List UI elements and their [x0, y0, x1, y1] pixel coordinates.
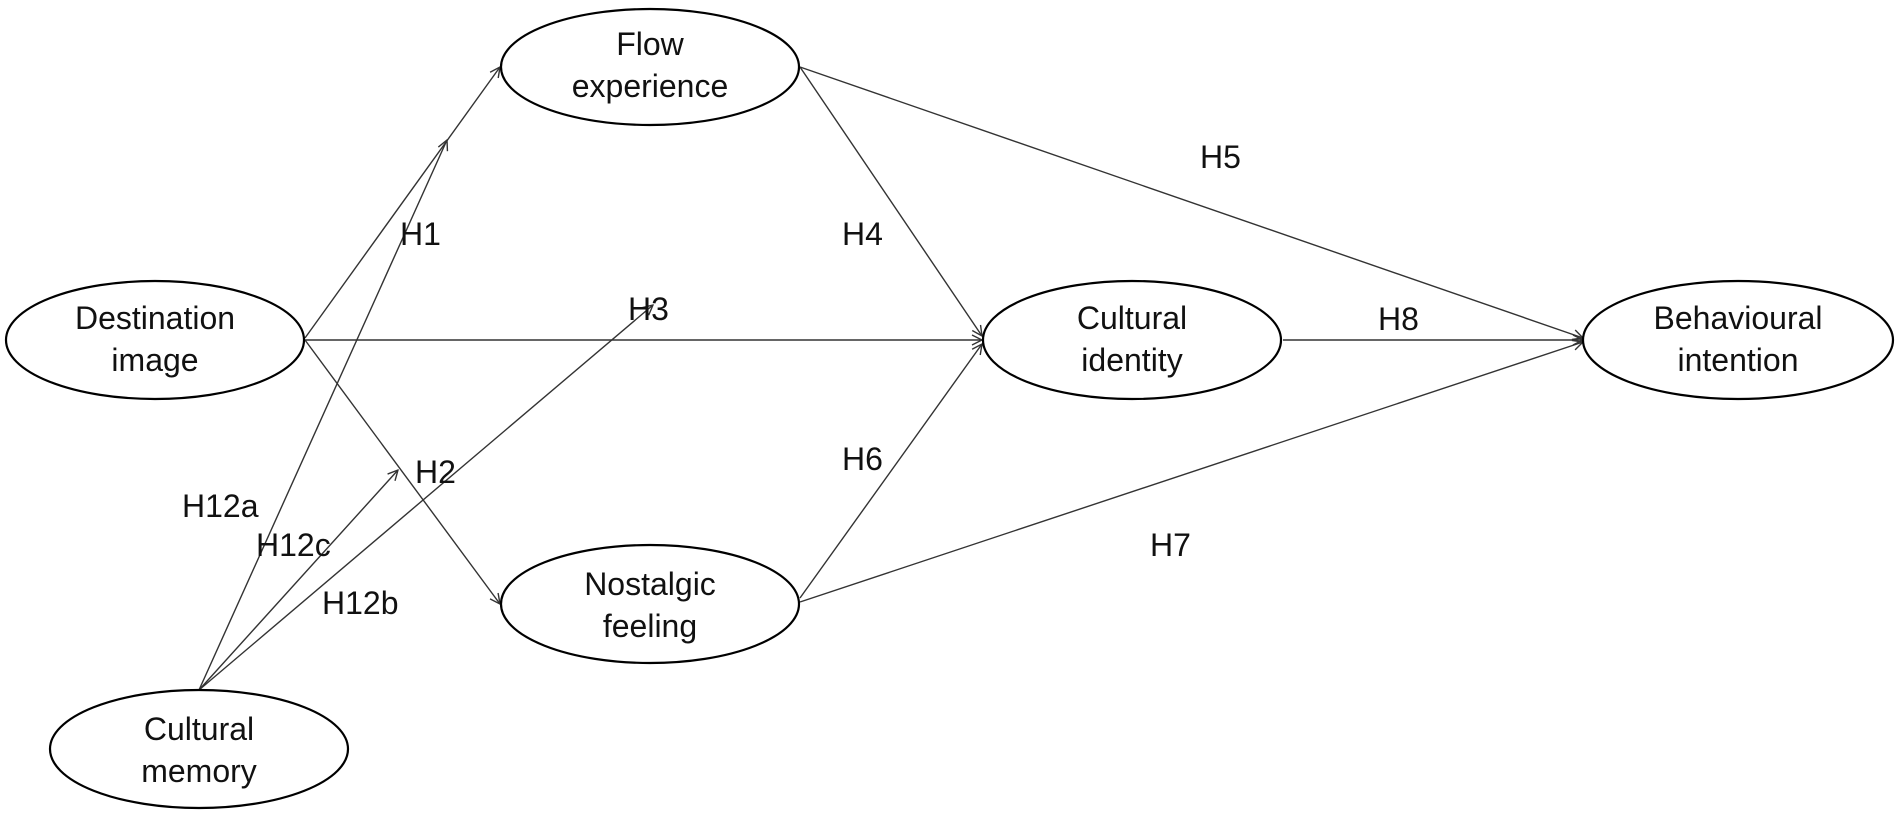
edge-flow-identity [799, 66, 982, 336]
node-flow-experience: Flow experience [499, 7, 801, 127]
label-h6: H6 [842, 441, 883, 477]
node-label: image [111, 342, 198, 378]
label-h4: H4 [842, 216, 883, 252]
node-ellipse [48, 688, 350, 810]
node-label: Cultural [1077, 300, 1187, 336]
node-nostalgic-feeling: Nostalgic feeling [499, 543, 801, 665]
node-ellipse [499, 543, 801, 665]
node-behavioural-intention: Behavioural intention [1581, 279, 1895, 401]
edges [198, 66, 1583, 691]
hypothesis-labels: H1 H2 H3 H4 H5 H6 H7 H8 H12a H12c H12b [182, 139, 1419, 621]
node-ellipse [4, 279, 306, 401]
edge-flow-behaviour [799, 66, 1583, 338]
node-label: feeling [603, 608, 697, 644]
edge-destination-flow [304, 67, 500, 339]
node-cultural-identity: Cultural identity [981, 279, 1283, 401]
node-ellipse [499, 7, 801, 127]
label-h7: H7 [1150, 527, 1191, 563]
label-h12c: H12c [256, 527, 331, 563]
node-ellipse [1581, 279, 1895, 401]
node-destination-image: Destination image [4, 279, 306, 401]
edge-memory-h12b [198, 305, 653, 691]
edge-memory-h12c [198, 470, 398, 691]
node-cultural-memory: Cultural memory [48, 688, 350, 810]
node-label: identity [1081, 342, 1182, 378]
label-h1: H1 [400, 216, 441, 252]
edge-destination-nostalgic [304, 339, 500, 604]
node-label: experience [572, 68, 729, 104]
label-h3: H3 [628, 291, 669, 327]
label-h5: H5 [1200, 139, 1241, 175]
node-label: intention [1678, 342, 1799, 378]
label-h2: H2 [415, 454, 456, 490]
label-h8: H8 [1378, 301, 1419, 337]
node-label: Destination [75, 300, 235, 336]
node-label: memory [141, 753, 257, 789]
label-h12a: H12a [182, 488, 259, 524]
node-label: Nostalgic [584, 566, 716, 602]
edge-nostalgic-identity [799, 344, 982, 599]
node-label: Cultural [144, 711, 254, 747]
edge-nostalgic-behaviour [799, 342, 1583, 603]
node-label: Flow [616, 26, 684, 62]
node-ellipse [981, 279, 1283, 401]
node-label: Behavioural [1654, 300, 1823, 336]
label-h12b: H12b [322, 585, 399, 621]
edge-memory-h12a [198, 140, 447, 691]
